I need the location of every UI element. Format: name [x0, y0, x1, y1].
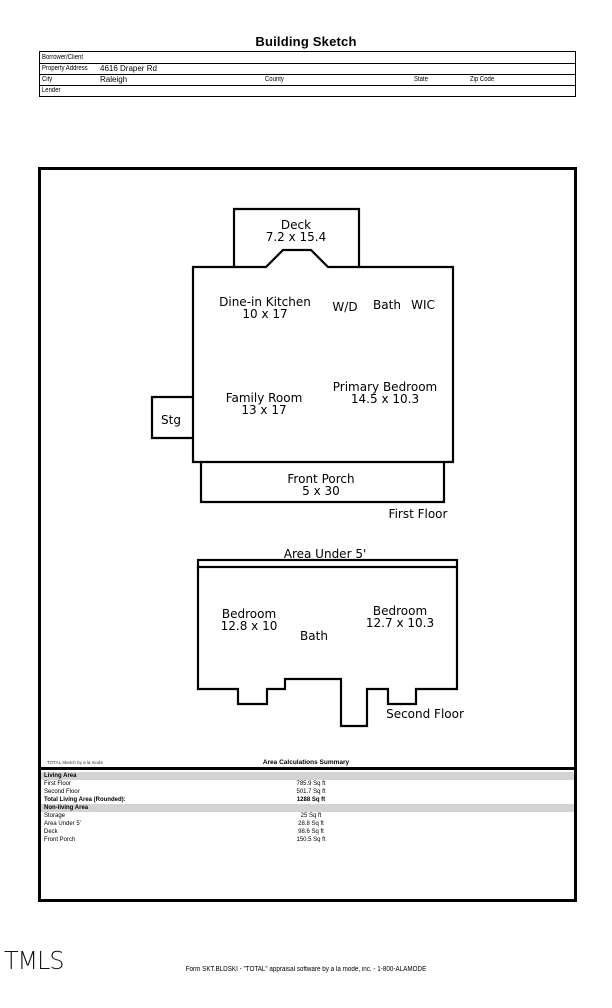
tmls-logo: TMLS: [4, 946, 64, 975]
living-area-heading: Living Area: [41, 772, 574, 780]
city-label: City: [42, 76, 53, 83]
primary-bedroom-label: Primary Bedroom 14.5 x 10.3: [332, 380, 438, 406]
form-footer: Form SKT.BLDSKI - "TOTAL" appraisal soft…: [185, 966, 427, 973]
area-summary-table: Living Area First Floor 785.9 Sq ft Seco…: [41, 772, 574, 844]
page-title: Building Sketch: [255, 34, 357, 49]
sketch-credit: TOTAL Sketch by a la mode: [47, 760, 103, 765]
table-row: Front Porch 150.5 Sq ft: [44, 837, 326, 843]
table-row: Deck 98.6 Sq ft: [44, 829, 324, 835]
bath-label: Bath: [373, 298, 401, 312]
zip-label: Zip Code: [470, 76, 495, 83]
table-row: Second Floor 501.7 Sq ft: [44, 789, 326, 795]
summary-divider: [38, 767, 577, 770]
city-row: City Raleigh County State Zip Code: [40, 74, 575, 86]
address-row: Property Address 4616 Draper Rd: [40, 63, 575, 75]
city-value: Raleigh: [100, 75, 128, 84]
wd-label: W/D: [332, 300, 358, 314]
subject-info-table: Borrower/Client Property Address 4616 Dr…: [39, 51, 576, 97]
area-under-5-outline: [196, 558, 459, 569]
table-row: First Floor 785.9 Sq ft: [44, 781, 326, 787]
deck-label: Deck 7.2 x 15.4: [265, 218, 327, 244]
lender-row: Lender: [40, 85, 575, 96]
front-porch-label: Front Porch 5 x 30: [287, 472, 355, 498]
wic-label: WIC: [411, 298, 435, 312]
summary-title: Area Calculations Summary: [262, 759, 350, 766]
address-value: 4616 Draper Rd: [100, 64, 157, 73]
family-room-label: Family Room 13 x 17: [225, 391, 303, 417]
storage-label: Stg: [161, 413, 181, 427]
second-floor-label: Second Floor: [386, 707, 464, 721]
area-under-5-label: Area Under 5': [283, 547, 367, 561]
bedroom-1-label: Bedroom 12.8 x 10: [220, 607, 278, 633]
front-porch-outline: [199, 462, 446, 504]
address-label: Property Address: [42, 65, 88, 72]
borrower-label: Borrower/Client: [42, 54, 84, 61]
lender-label: Lender: [42, 87, 61, 94]
bedroom-2-label: Bedroom 12.7 x 10.3: [365, 604, 435, 630]
storage-outline: [150, 395, 193, 440]
borrower-row: Borrower/Client: [40, 52, 575, 64]
second-floor-outline: [196, 567, 459, 728]
county-label: County: [265, 76, 284, 83]
table-row: Area Under 5' 28.8 Sq ft: [44, 821, 324, 827]
kitchen-label: Dine-in Kitchen 10 x 17: [219, 295, 311, 321]
sketch-frame: [38, 167, 577, 902]
first-floor-outline: [191, 248, 455, 464]
second-bath-label: Bath: [300, 629, 328, 643]
deck-outline: [232, 207, 361, 267]
non-living-area-heading: Non-living Area: [41, 804, 574, 812]
state-label: State: [414, 76, 428, 83]
table-row: Storage 25 Sq ft: [44, 813, 322, 819]
total-living-area-row: Total Living Area (Rounded): 1288 Sq ft: [44, 797, 326, 803]
first-floor-label: First Floor: [388, 507, 448, 521]
